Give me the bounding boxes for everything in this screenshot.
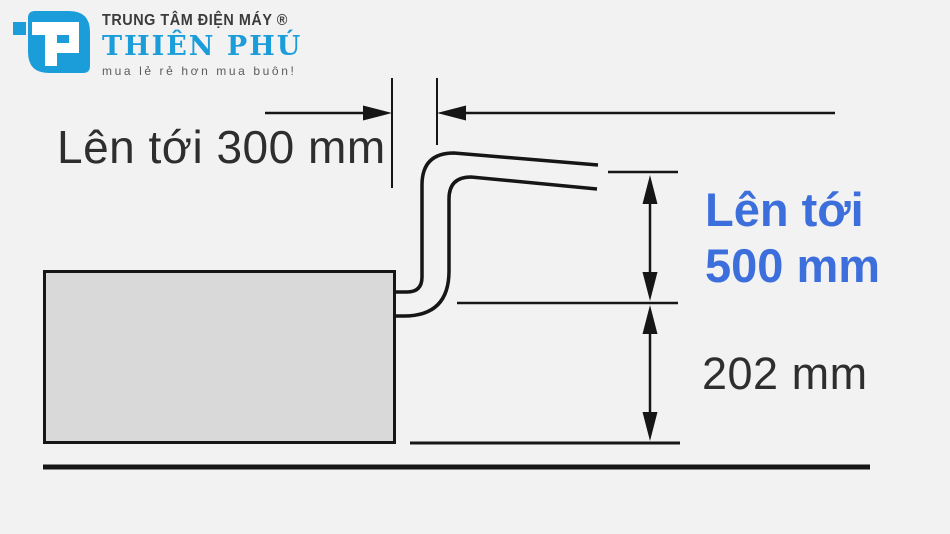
appliance-body — [43, 270, 396, 444]
dim-label-202mm: 202 mm — [702, 348, 868, 399]
dim-label-500mm-line1: Lên tới — [705, 183, 864, 236]
brand-line1: TRUNG TÂM ĐIỆN MÁY ® — [102, 12, 288, 29]
logo-small-square — [13, 22, 26, 35]
brand-tagline: mua lẻ rẻ hơn mua buôn! — [102, 64, 297, 78]
brand-text-block: TRUNG TÂM ĐIỆN MÁY ® THIÊN PHÚ mua lẻ rẻ… — [102, 10, 309, 79]
brand-monogram-icon — [13, 11, 90, 73]
dim-arrow-up-icon — [642, 305, 658, 334]
dim-arrow-down-icon — [642, 412, 658, 441]
dim-arrow-up-icon — [642, 175, 658, 204]
drain-hose-outer-wall — [394, 151, 599, 294]
dim-label-500mm: Lên tới 500 mm — [705, 182, 880, 294]
dim-arrow-right-icon — [363, 105, 392, 121]
brand-logo: TRUNG TÂM ĐIỆN MÁY ® THIÊN PHÚ mua lẻ rẻ… — [13, 10, 309, 79]
dim-label-300mm: Lên tới 300 mm — [57, 121, 386, 173]
dim-arrow-left-icon — [437, 105, 466, 121]
drain-hose-inner-wall — [394, 175, 598, 318]
logo-p-glyph — [32, 22, 79, 66]
dim-arrow-down-icon — [642, 272, 658, 301]
brand-name: THIÊN PHÚ — [102, 31, 303, 62]
dim-label-500mm-line2: 500 mm — [705, 239, 881, 292]
